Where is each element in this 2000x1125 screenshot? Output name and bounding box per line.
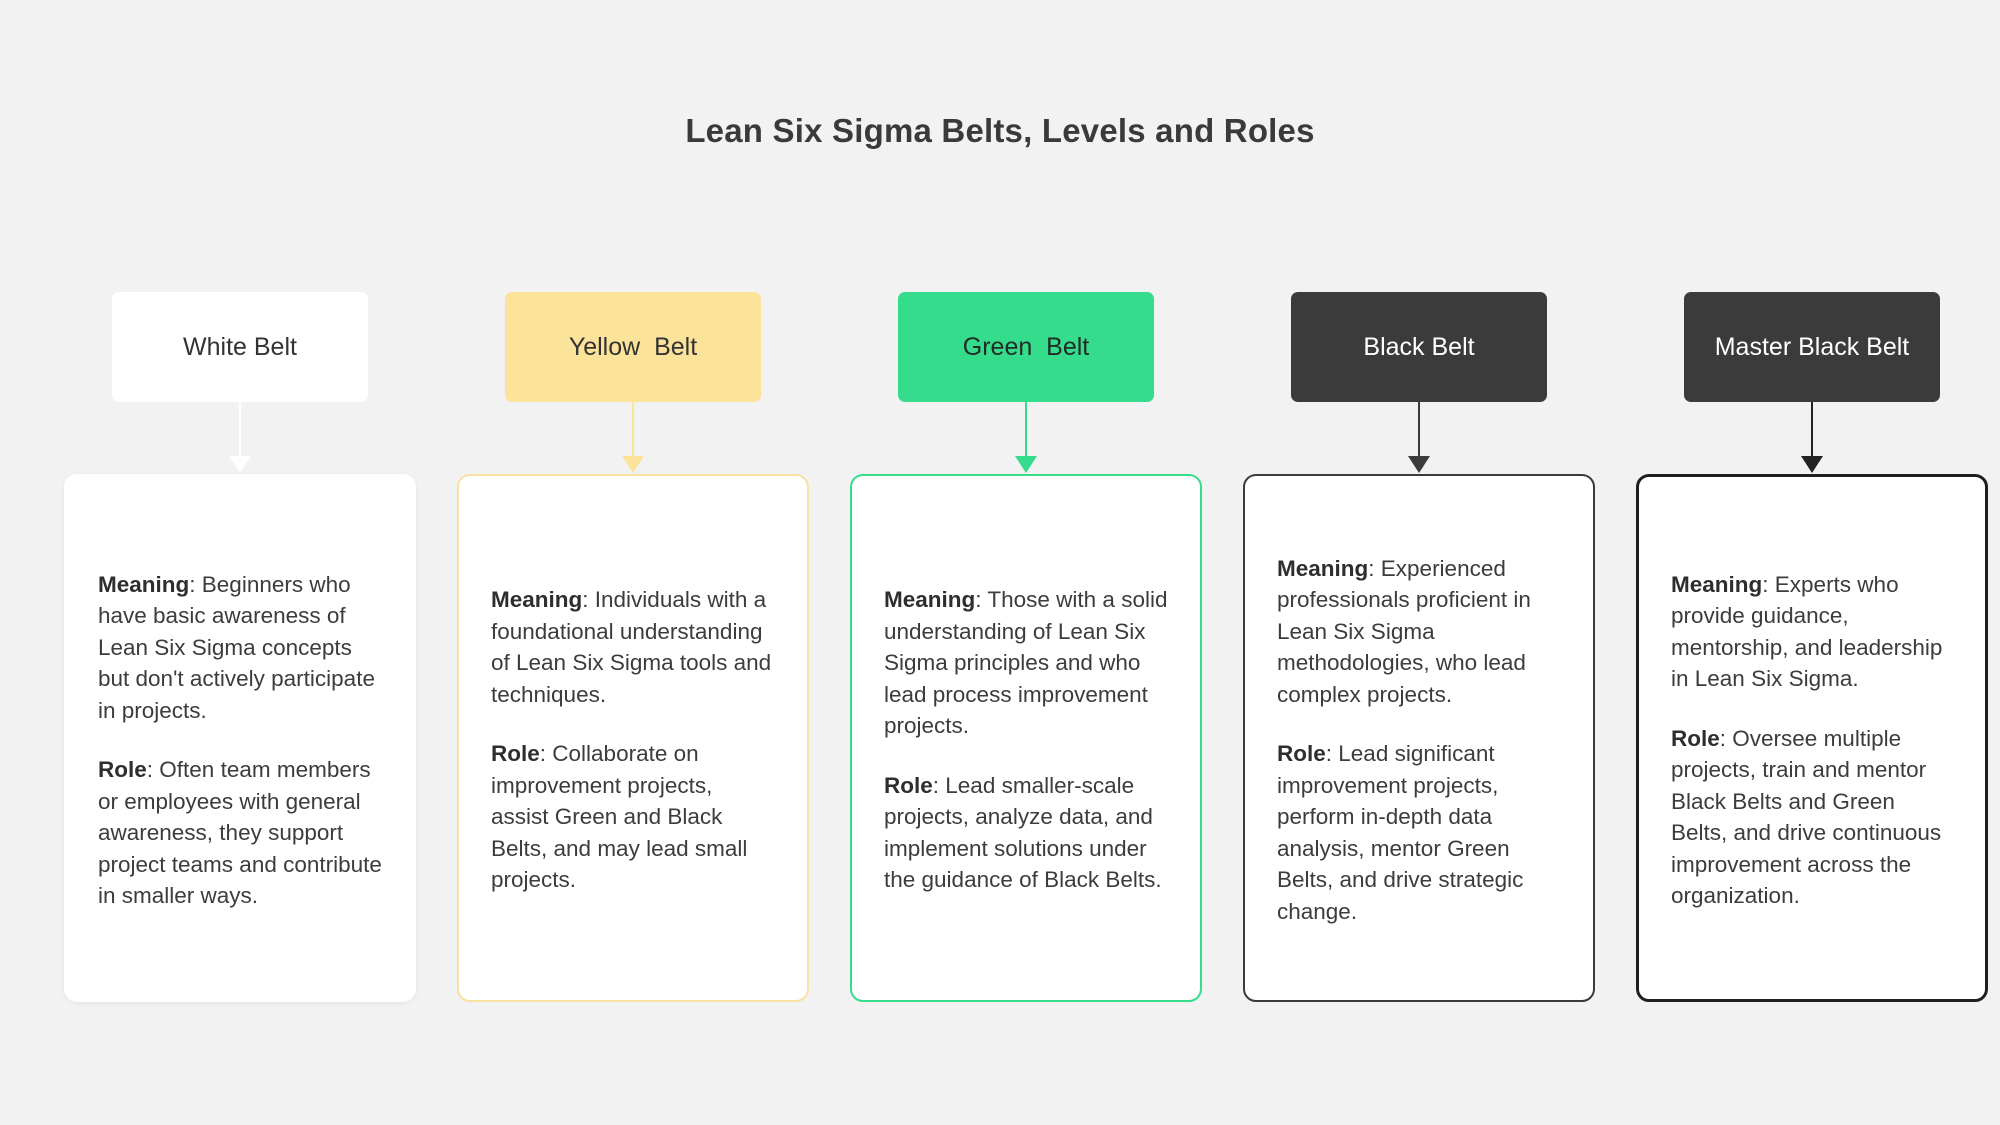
role-label: Role [884,772,933,798]
meaning-paragraph: Meaning: Beginners who have basic awaren… [98,569,382,727]
role-text: Often team members or employees with gen… [98,757,382,908]
meaning-separator: : [582,587,595,613]
connector-line [1811,402,1813,462]
role-separator: : [932,772,946,798]
belt-column-black: Black Belt Meaning: Experienced professi… [1243,292,1595,1032]
belt-header-green[interactable]: Green Belt [898,292,1154,402]
role-text: Lead significant improvement projects, p… [1277,741,1524,924]
detail-card-white: Meaning: Beginners who have basic awaren… [64,474,416,1002]
connector-line [1025,402,1027,462]
role-separator: : [1719,725,1733,751]
meaning-text: Those with a solid understanding of Lean… [884,587,1168,739]
meaning-text: Beginners who have basic awareness of Le… [98,571,375,723]
meaning-separator: : [1762,571,1775,597]
connector-line [632,402,634,462]
belt-column-white: White Belt Meaning: Beginners who have b… [64,292,416,1032]
meaning-paragraph: Meaning: Individuals with a foundational… [491,584,775,710]
role-paragraph: Role: Collaborate on improvement project… [491,738,775,896]
arrow-head-icon [1015,456,1037,473]
detail-card-green: Meaning: Those with a solid understandin… [850,474,1202,1002]
role-paragraph: Role: Lead smaller-scale projects, analy… [884,770,1168,896]
role-label: Role [98,757,147,782]
belt-header-master-black[interactable]: Master Black Belt [1684,292,1940,402]
role-label: Role [1277,741,1326,767]
meaning-text: Individuals with a foundational understa… [491,587,772,707]
connector-arrow-yellow [618,402,648,474]
meaning-separator: : [975,587,988,613]
role-separator: : [146,757,160,782]
meaning-paragraph: Meaning: Those with a solid understandin… [884,584,1168,742]
meaning-label: Meaning [1277,555,1369,581]
arrow-head-icon [1408,456,1430,473]
role-separator: : [1325,741,1339,767]
detail-card-yellow: Meaning: Individuals with a foundational… [457,474,809,1002]
belt-header-black[interactable]: Black Belt [1291,292,1547,402]
role-label: Role [1671,725,1720,751]
role-paragraph: Role: Lead significant improvement proje… [1277,738,1561,927]
connector-arrow-white [225,402,255,474]
meaning-label: Meaning [491,587,583,613]
belt-header-white[interactable]: White Belt [112,292,368,402]
meaning-label: Meaning [98,571,190,597]
arrow-head-icon [622,456,644,473]
page-title: Lean Six Sigma Belts, Levels and Roles [685,112,1315,149]
meaning-separator: : [189,571,202,597]
meaning-text: Experienced professionals proficient in … [1277,555,1531,707]
belt-column-green: Green Belt Meaning: Those with a solid u… [850,292,1202,1032]
belt-header-yellow[interactable]: Yellow Belt [505,292,761,402]
meaning-paragraph: Meaning: Experienced professionals profi… [1277,553,1561,711]
meaning-label: Meaning [1671,571,1763,597]
meaning-text: Experts who provide guidance, mentorship… [1671,571,1943,692]
belt-column-master-black: Master Black Belt Meaning: Experts who p… [1636,292,1988,1032]
role-text: Oversee multiple projects, train and men… [1671,725,1942,909]
connector-arrow-master-black [1797,402,1827,474]
role-separator: : [539,741,553,767]
connector-arrow-green [1011,402,1041,474]
role-text: Lead smaller-scale projects, analyze dat… [884,772,1162,893]
role-text: Collaborate on improvement projects, ass… [491,741,748,893]
role-paragraph: Role: Oversee multiple projects, train a… [1671,723,1953,912]
connector-arrow-black [1404,402,1434,474]
meaning-paragraph: Meaning: Experts who provide guidance, m… [1671,569,1953,695]
role-label: Role [491,741,540,767]
connector-line [239,402,241,462]
belt-column-yellow: Yellow Belt Meaning: Individuals with a … [457,292,809,1032]
arrow-head-icon [229,456,251,473]
detail-card-black: Meaning: Experienced professionals profi… [1243,474,1595,1002]
belt-columns: White Belt Meaning: Beginners who have b… [0,292,2000,1032]
connector-line [1418,402,1420,462]
role-paragraph: Role: Often team members or employees wi… [98,754,382,912]
meaning-label: Meaning [884,587,976,613]
meaning-separator: : [1368,555,1381,581]
detail-card-master-black: Meaning: Experts who provide guidance, m… [1636,474,1988,1002]
arrow-head-icon [1801,456,1823,473]
